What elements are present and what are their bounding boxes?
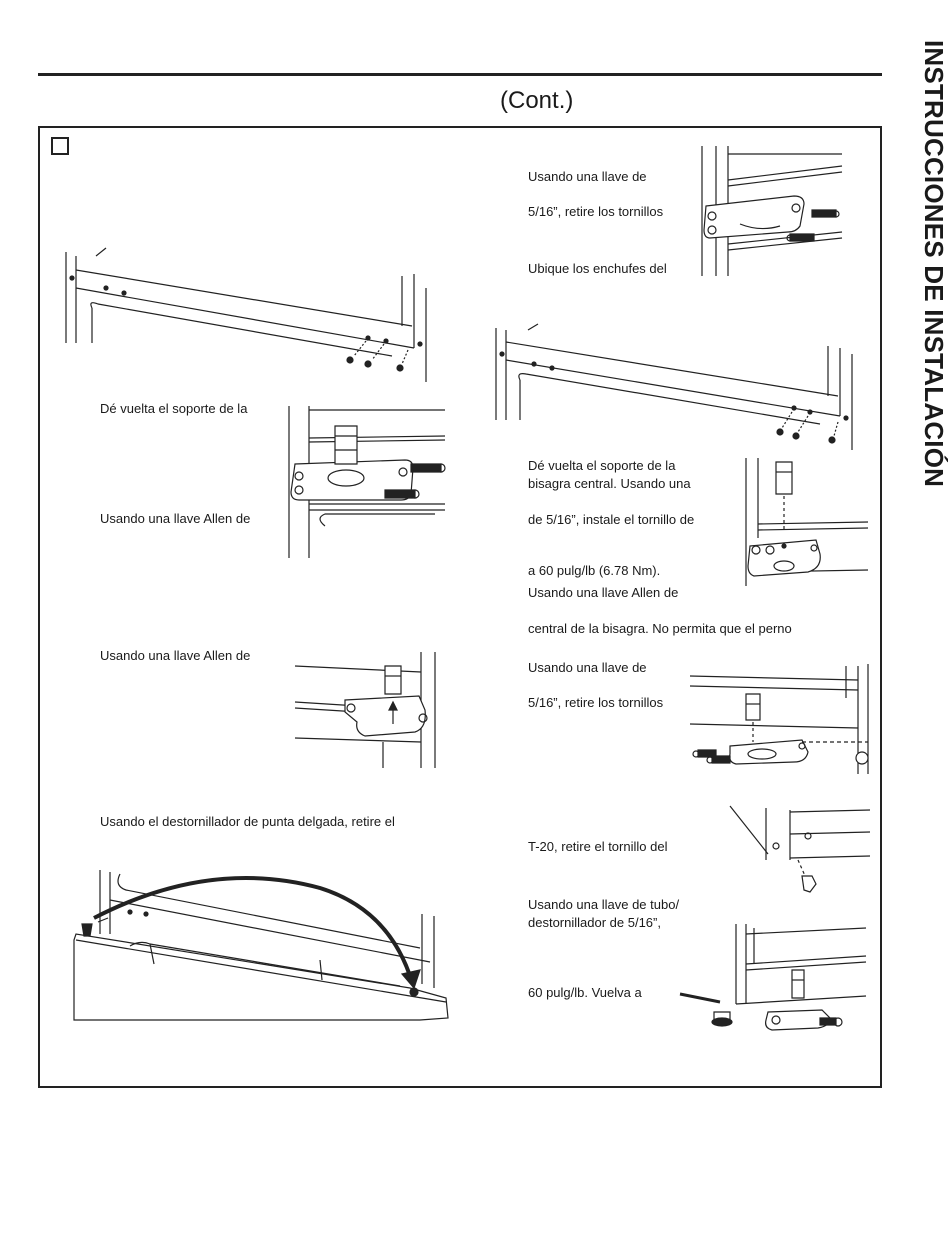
figure-cabinet-top-right	[492, 324, 858, 450]
right-flip-2: bisagra central. Usando una	[528, 476, 691, 491]
figure-door-plug-move	[70, 868, 450, 1024]
figure-upper-hinge	[700, 146, 846, 276]
right-flip-1: Dé vuelta el soporte de la	[528, 458, 676, 473]
right-wrench-1b: 5/16”, retire los tornillos	[528, 204, 664, 219]
figure-center-hinge	[742, 458, 868, 586]
side-title: INSTRUCCIONES DE INSTALACIÓN	[919, 40, 949, 488]
left-allen-2: Usando una llave Allen de	[100, 648, 251, 663]
right-pin-warning: central de la bisagra. No permita que el…	[528, 621, 792, 636]
instructions-box	[38, 126, 882, 1088]
figure-cabinet-top-left	[62, 248, 434, 384]
right-wrench-2b: 5/16”, retire los tornillos	[528, 695, 664, 710]
right-socket-b: destornillador de 5/16”,	[528, 915, 661, 930]
figure-lower-hinge	[690, 662, 872, 774]
right-locate-plugs: Ubique los enchufes del	[528, 261, 667, 276]
right-wrench-2a: Usando una llave de	[528, 660, 647, 675]
figure-t20-screw	[730, 806, 872, 896]
left-step-flip-bracket: Dé vuelta el soporte de la	[100, 401, 248, 416]
figure-hinge-install	[285, 406, 447, 558]
right-t20: T-20, retire el tornillo del	[528, 839, 668, 854]
header-rule	[38, 73, 882, 76]
right-socket-a: Usando una llave de tubo/	[528, 897, 680, 912]
continued-heading: (Cont.)	[500, 87, 574, 114]
right-allen: Usando una llave Allen de	[528, 585, 679, 600]
checkbox-icon[interactable]	[51, 137, 69, 155]
left-screwdriver: Usando el destornillador de punta delgad…	[100, 814, 395, 829]
right-torque: a 60 pulg/lb (6.78 Nm).	[528, 563, 661, 578]
right-wrench-1a: Usando una llave de	[528, 169, 647, 184]
figure-hinge-pin	[295, 652, 439, 768]
left-allen-1: Usando una llave Allen de	[100, 511, 251, 526]
right-flip-3: de 5/16”, instale el tornillo de	[528, 512, 695, 527]
figure-hinge-reinstall	[680, 924, 870, 1038]
right-torque-again: 60 pulg/lb. Vuelva a	[528, 985, 642, 1000]
